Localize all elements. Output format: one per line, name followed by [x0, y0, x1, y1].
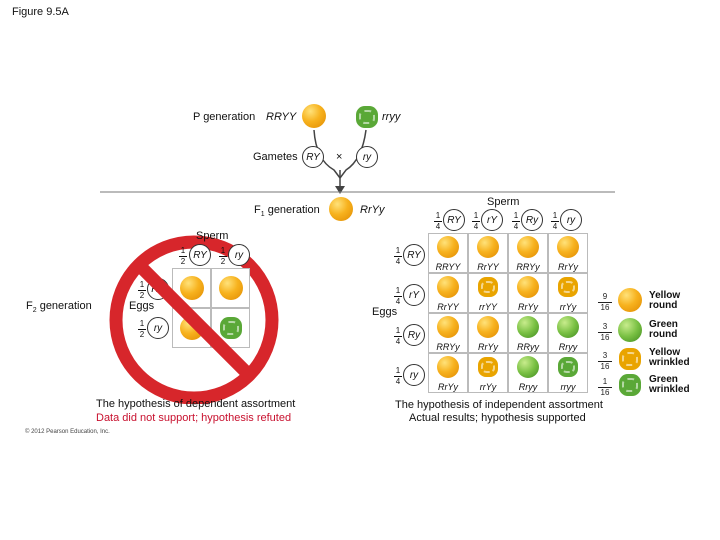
ind-genotype-label: rrYy: [559, 302, 577, 312]
copyright: © 2012 Pearson Education, Inc.: [25, 429, 110, 435]
yellow-round-pea-icon: [302, 104, 326, 128]
p-left-genotype: RRYY: [266, 111, 297, 123]
green-round-pea-icon: [557, 316, 579, 338]
yellow-wrinkled-pea-icon: [478, 357, 498, 377]
prohibition-sign: [109, 235, 279, 404]
yellow-round-pea-icon: [517, 236, 539, 258]
green-round-pea-icon: [517, 316, 539, 338]
green-round-pea-icon: [517, 356, 539, 378]
ind-genotype-label: RrYy: [558, 262, 578, 272]
ind-genotype-label: RRYY: [435, 262, 461, 272]
ind-sperm-label: Sperm: [487, 196, 520, 208]
ind-egg-gamete-4: ry: [403, 364, 425, 386]
f1-label: F1 generation: [254, 204, 320, 219]
yellow-round-pea-icon: [437, 316, 459, 338]
dep-sperm-gamete-1: RY: [189, 244, 211, 266]
ind-genotype-label: Rryy: [518, 382, 538, 392]
gamete-left: RY: [302, 146, 324, 168]
yellow-round-pea-icon: [557, 236, 579, 258]
f2-label: F2 generation: [26, 300, 92, 315]
f1-pea-icon: [329, 197, 353, 221]
ind-caption: The hypothesis of independent assortment: [395, 399, 603, 411]
yellow-wrinkled-pea-icon: [478, 277, 498, 297]
dep-sperm-gamete-2: ry: [228, 244, 250, 266]
gametes-label: Gametes: [253, 151, 298, 163]
yellow-round-pea-icon: [219, 276, 243, 300]
ind-genotype-label: RRyy: [517, 342, 539, 352]
yellow-wrinkled-pea-icon: [619, 348, 641, 370]
p-right-genotype: rryy: [382, 111, 401, 123]
cross-lines: [100, 129, 615, 194]
ind-sperm-gamete-3: Ry: [521, 209, 543, 231]
ind-genotype-label: RRYy: [516, 262, 540, 272]
ind-genotype-label: Rryy: [558, 342, 578, 352]
ind-egg-gamete-1: RY: [403, 244, 425, 266]
p-generation-label: P generation: [193, 111, 256, 123]
ind-sperm-gamete-4: ry: [560, 209, 582, 231]
ind-eggs-label: Eggs: [372, 306, 398, 318]
ind-result: Actual results; hypothesis supported: [409, 412, 586, 424]
yellow-round-pea-icon: [517, 276, 539, 298]
ind-genotype-label: rryy: [560, 382, 576, 392]
yellow-round-pea-icon: [437, 236, 459, 258]
yellow-round-pea-icon: [618, 288, 642, 312]
yellow-round-pea-icon: [180, 276, 204, 300]
yellow-round-pea-icon: [477, 316, 499, 338]
ind-genotype-label: RrYy: [478, 342, 498, 352]
gamete-right: ry: [356, 146, 378, 168]
ind-genotype-label: RrYy: [518, 302, 538, 312]
dep-sperm-label: Sperm: [196, 230, 229, 242]
yellow-round-pea-icon: [477, 236, 499, 258]
cross-symbol: ×: [336, 151, 343, 163]
dep-caption: The hypothesis of dependent assortment: [96, 398, 296, 410]
yellow-wrinkled-pea-icon: [558, 277, 578, 297]
ind-egg-gamete-3: Ry: [403, 324, 425, 346]
prohibition-slash: [134, 260, 254, 380]
f1-genotype: RrYy: [360, 204, 385, 216]
green-wrinkled-pea-icon: [619, 374, 641, 396]
green-wrinkled-pea-icon: [558, 357, 578, 377]
yellow-round-pea-icon: [437, 276, 459, 298]
ind-genotype-label: rrYy: [479, 382, 497, 392]
dep-result: Data did not support; hypothesis refuted: [96, 412, 292, 424]
ind-sperm-gamete-2: rY: [481, 209, 503, 231]
ind-genotype-label: RrYY: [477, 262, 499, 272]
ind-sperm-gamete-1: RY: [443, 209, 465, 231]
ind-genotype-label: RrYy: [438, 382, 458, 392]
ind-genotype-label: rrYY: [479, 302, 497, 312]
dep-eggs-label: Eggs: [129, 300, 155, 312]
yellow-round-pea-icon: [437, 356, 459, 378]
green-round-pea-icon: [618, 318, 642, 342]
green-wrinkled-pea-icon: [356, 106, 378, 128]
ind-genotype-label: RRYy: [436, 342, 460, 352]
dep-egg-gamete-2: ry: [147, 317, 169, 339]
ind-genotype-label: RrYY: [437, 302, 459, 312]
ind-egg-gamete-2: rY: [403, 284, 425, 306]
figure-title: Figure 9.5A: [12, 6, 69, 18]
green-wrinkled-pea-icon: [220, 317, 242, 339]
